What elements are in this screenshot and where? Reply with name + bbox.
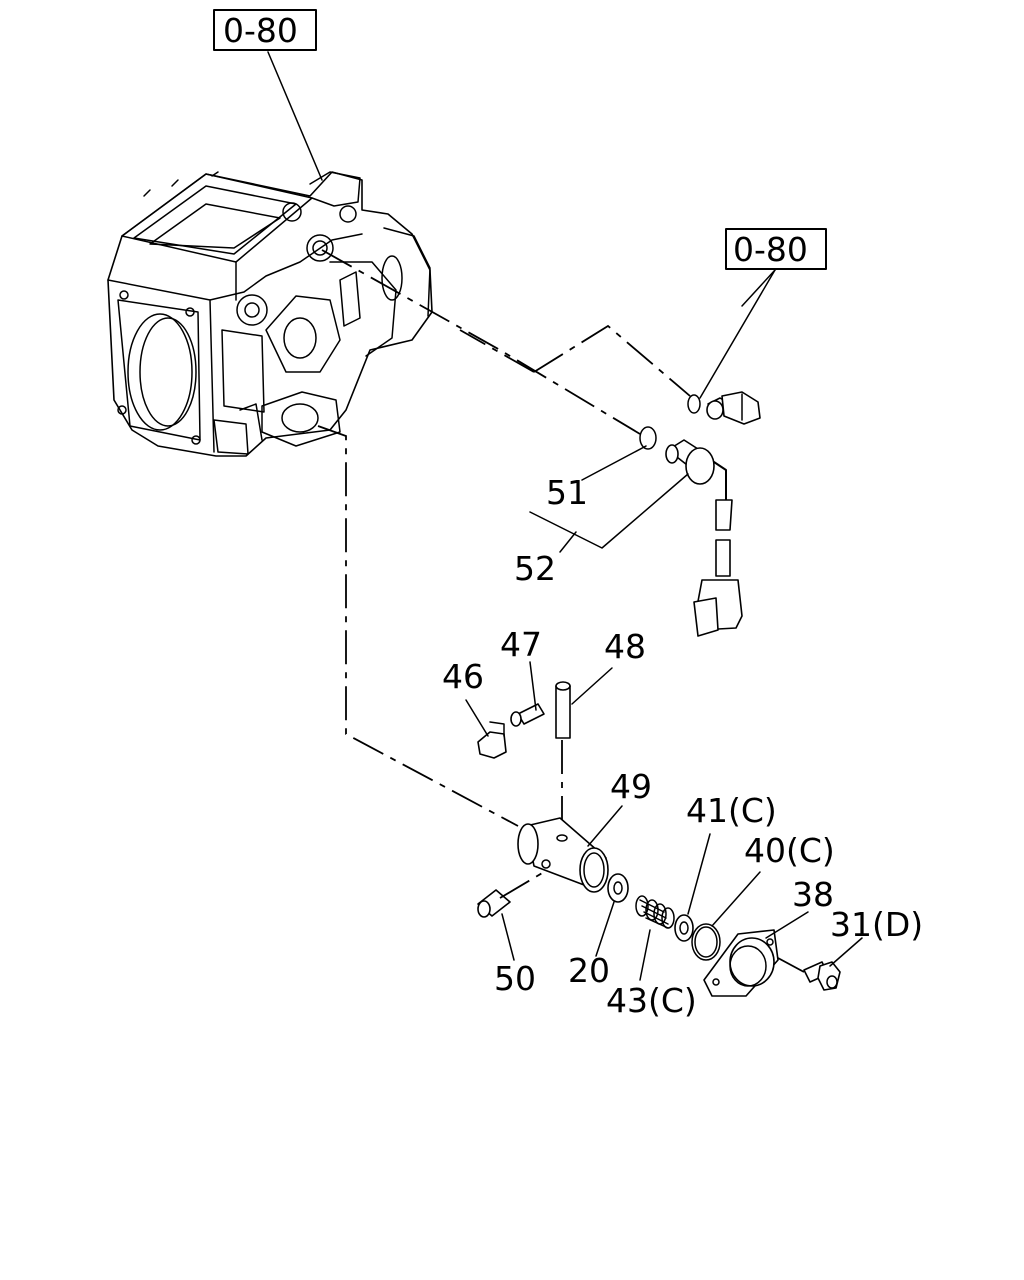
drain-plug[interactable] <box>706 391 761 425</box>
callout-43: 43(C) <box>606 981 697 1020</box>
ring-41[interactable] <box>674 914 694 942</box>
cover-38[interactable] <box>703 929 779 997</box>
assembly-line-sleeve <box>317 425 519 827</box>
callout-40: 40(C) <box>744 831 835 870</box>
callout-38: 38 <box>792 875 834 914</box>
leader-ref-top <box>267 51 323 181</box>
leader-50 <box>501 913 515 961</box>
leader-ref-right-washer <box>699 269 776 399</box>
o-ring-40[interactable] <box>691 923 721 961</box>
leader-51 <box>581 445 647 481</box>
leader-31 <box>829 937 863 967</box>
leader-20 <box>595 901 615 957</box>
pump-housing <box>107 171 433 457</box>
leader-ref-right-plug <box>741 269 776 307</box>
leader-48 <box>571 667 613 705</box>
reference-label-right: 0-80 <box>733 230 808 269</box>
leader-46 <box>465 699 489 737</box>
callout-20: 20 <box>568 951 610 990</box>
spring-43[interactable] <box>635 895 675 929</box>
callout-31: 31(D) <box>830 905 923 944</box>
bolt-31[interactable] <box>803 961 841 991</box>
reference-label-top: 0-80 <box>223 11 298 50</box>
leader-41 <box>687 833 711 915</box>
washer-20[interactable] <box>607 873 629 903</box>
callout-47: 47 <box>500 625 542 664</box>
sensor-switch-52[interactable] <box>665 439 743 637</box>
o-ring-51[interactable] <box>639 426 657 450</box>
leader-43 <box>639 929 651 981</box>
leader-52 <box>529 473 689 549</box>
pin-48[interactable] <box>555 681 571 739</box>
callout-49: 49 <box>610 767 652 806</box>
sealing-washer[interactable] <box>687 394 701 414</box>
assembly-line-sensor <box>321 249 641 435</box>
callout-52: 52 <box>514 549 556 588</box>
clip-46[interactable] <box>477 721 507 759</box>
callout-50: 50 <box>494 959 536 998</box>
reference-box-top[interactable]: 0-80 <box>213 9 317 51</box>
reference-box-right[interactable]: 0-80 <box>725 228 827 270</box>
callout-51: 51 <box>546 473 588 512</box>
sleeve-49[interactable] <box>517 817 609 893</box>
leader-38 <box>765 911 809 939</box>
callout-46: 46 <box>442 657 484 696</box>
callout-48: 48 <box>604 627 646 666</box>
leader-47 <box>529 661 537 711</box>
leader-40 <box>711 871 761 927</box>
assembly-line-plug <box>533 324 691 397</box>
screw-47[interactable] <box>510 703 545 727</box>
leader-49 <box>587 805 623 847</box>
callout-41: 41(C) <box>686 791 777 830</box>
